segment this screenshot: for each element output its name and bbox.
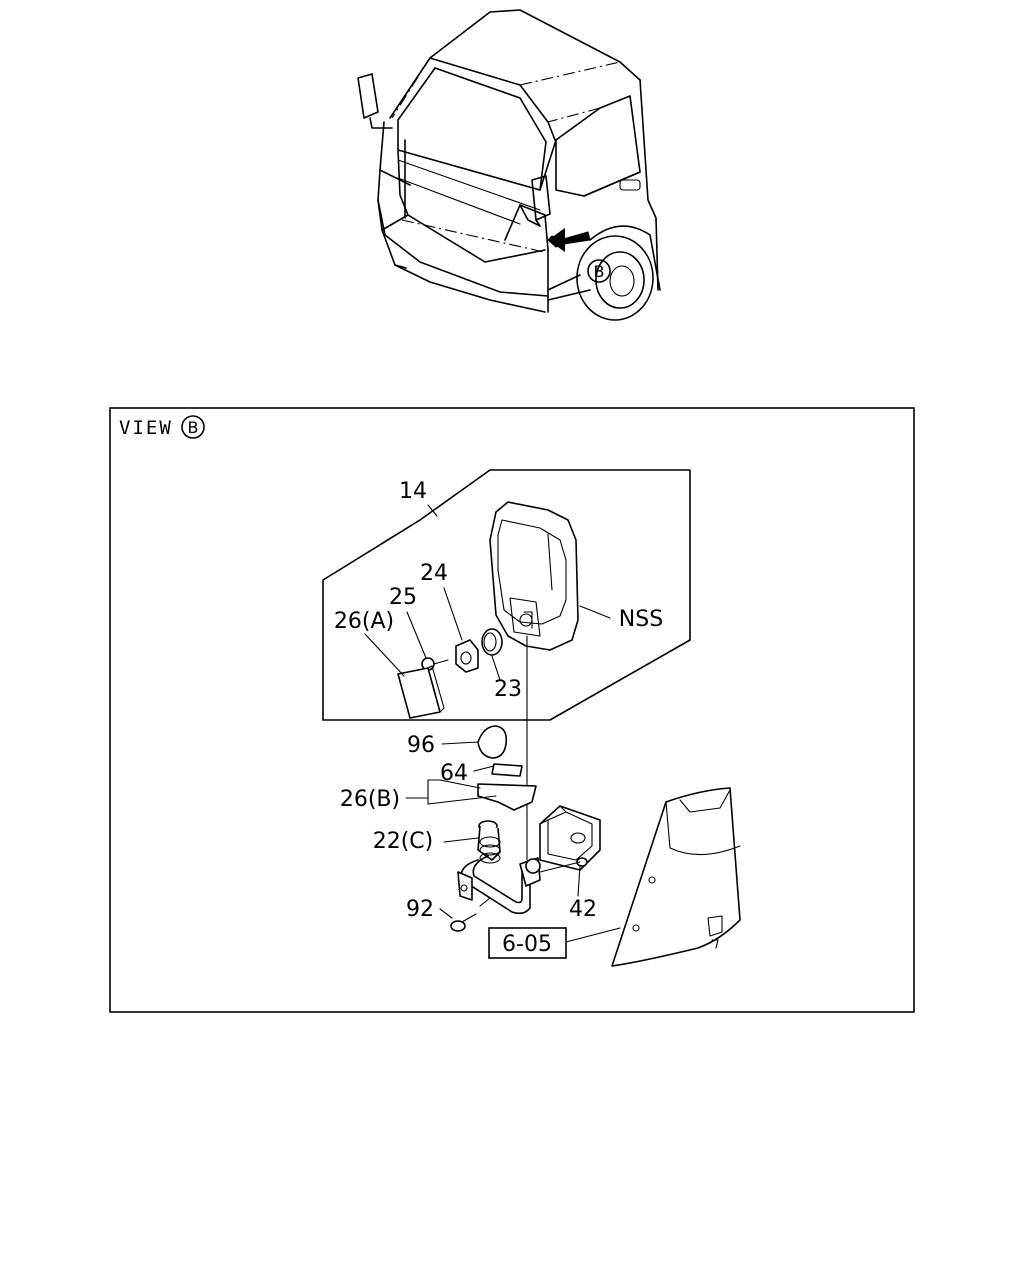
callout-22c: 22(C) xyxy=(373,829,434,854)
callout-64: 64 xyxy=(440,761,468,786)
callout-26b: 26(B) xyxy=(340,787,400,812)
view-frame xyxy=(109,407,915,1013)
callout-nss: NSS xyxy=(619,607,663,632)
callout-96: 96 xyxy=(407,733,435,758)
callout-24: 24 xyxy=(420,561,448,586)
view-label-marker xyxy=(181,415,205,439)
view-label: VIEW xyxy=(119,417,173,439)
callout-92: 92 xyxy=(406,897,434,922)
callout-25: 25 xyxy=(389,585,417,610)
reference-box xyxy=(488,927,567,959)
part-23-cap xyxy=(481,628,503,656)
leader-lines xyxy=(364,504,621,943)
part-96-cap xyxy=(477,725,508,759)
callout-14: 14 xyxy=(399,479,427,504)
callout-42: 42 xyxy=(569,897,597,922)
part-92-bolt xyxy=(450,913,477,932)
part-64-pad xyxy=(491,763,523,777)
reference-6-05: 6-05 xyxy=(502,932,552,957)
mirror-head xyxy=(489,501,579,651)
callout-23: 23 xyxy=(494,677,522,702)
callout-26a: 26(A) xyxy=(334,609,394,634)
part-24-bracket xyxy=(455,639,479,673)
part-42-bracket xyxy=(525,805,601,874)
kit-group-outline xyxy=(322,469,691,721)
view-b-marker xyxy=(587,259,611,283)
view-b-marker-text: B xyxy=(594,262,605,281)
view-label-marker-text: B xyxy=(188,418,199,437)
part-26a-cover xyxy=(397,665,445,719)
truck-overview: B xyxy=(357,9,661,321)
part-26b-plate xyxy=(477,783,537,811)
door-panel xyxy=(611,787,741,967)
